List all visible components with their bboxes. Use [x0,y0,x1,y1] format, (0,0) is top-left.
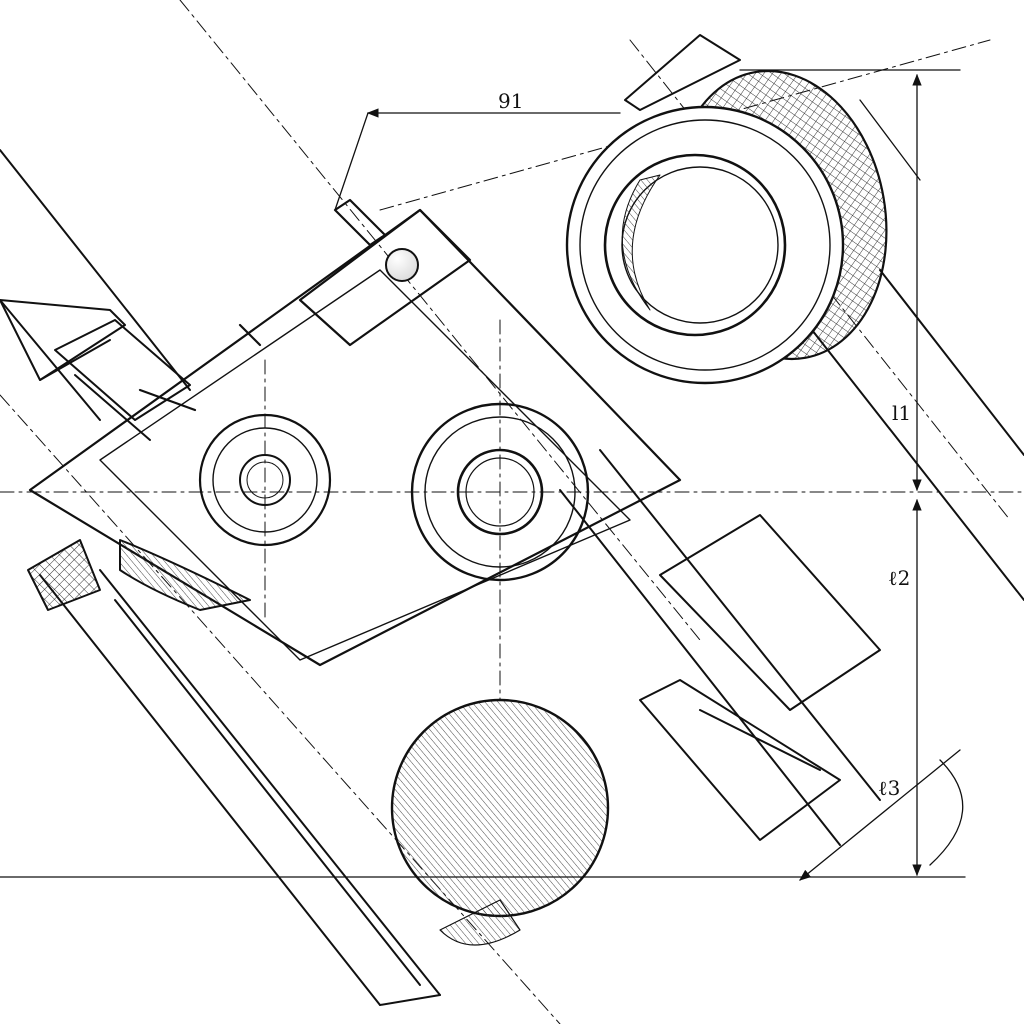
top-pin [385,248,419,282]
dimension-top-label: 91 [498,89,523,113]
dimension-right-upper-label: l1 [892,401,911,425]
left-bushing [198,413,332,547]
dimension-right-middle-label: ℓ2 [888,566,910,590]
dimension-lines [0,69,966,881]
dimension-right-lower-label: ℓ3 [878,776,900,800]
adjusting-wheel [565,34,888,385]
left-screw [27,539,251,611]
left-sleeve [0,299,191,441]
slide-block [639,514,881,841]
center-bushing [410,402,590,582]
rail-body [0,129,1024,1006]
ball [390,698,610,946]
